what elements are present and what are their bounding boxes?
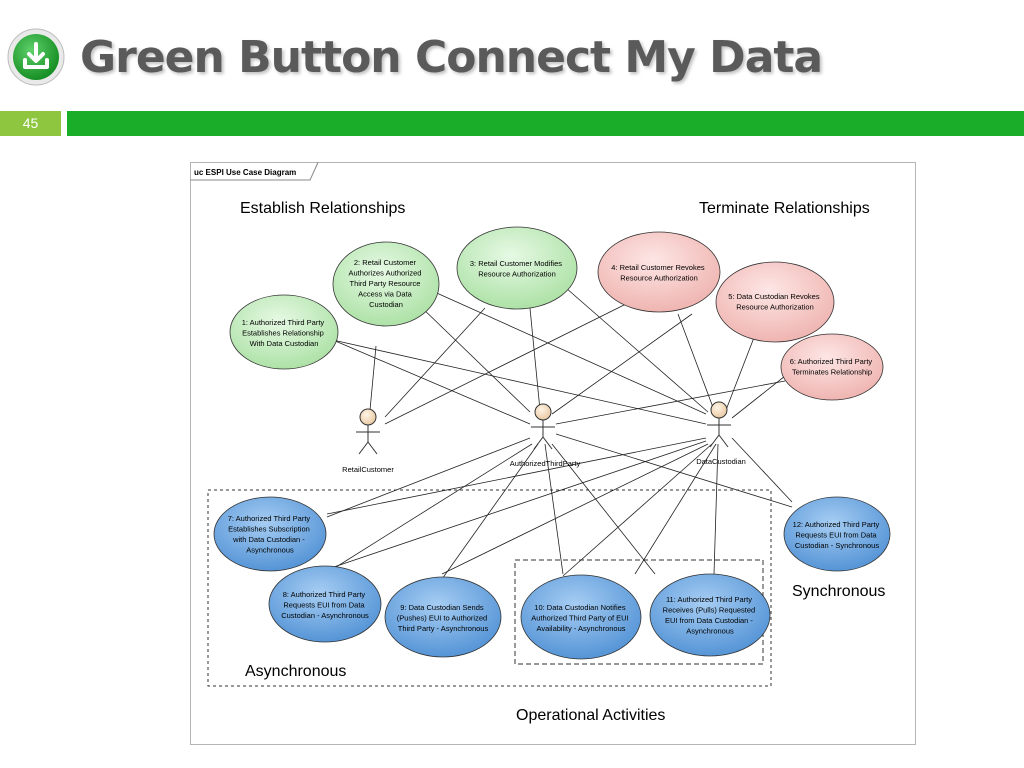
slide-title: Green Button Connect My Data [80, 32, 823, 83]
use-case-3-label: 3: Retail Customer Modifies Resource Aut… [470, 259, 564, 279]
association-lines [324, 273, 793, 580]
use-case-12-label: 12: Authorized Third Party Requests EUI … [793, 520, 882, 550]
frame-label: uc ESPI Use Case Diagram [194, 168, 296, 177]
green-button-logo [7, 28, 65, 86]
use-case-8 [268, 565, 382, 643]
use-case-4-label: 4: Retail Customer Revokes Resource Auth… [611, 263, 706, 283]
use-case-5 [715, 261, 835, 343]
use-case-labels: 1: Authorized Third Party Establishes Re… [228, 258, 882, 636]
use-case-1 [229, 294, 339, 370]
use-case-10 [520, 574, 642, 660]
use-case-2 [332, 241, 440, 327]
download-arrow-icon [23, 42, 49, 69]
terminate-relationships-label: Terminate Relationships [699, 200, 870, 217]
actor-data-custodian [707, 401, 731, 448]
frame-label-tab [190, 162, 319, 181]
use-case-2-label: 2: Retail Customer Authorizes Authorized… [348, 258, 423, 309]
asynchronous-label: Asynchronous [245, 663, 346, 680]
slide-number: 45 [0, 111, 61, 136]
use-case-5-label: 5: Data Custodian Revokes Resource Autho… [728, 292, 821, 312]
header-bar [67, 111, 1024, 136]
use-case-4 [597, 231, 721, 313]
section-labels: Establish Relationships Terminate Relati… [240, 200, 885, 724]
use-case-9-label: 9: Data Custodian Sends (Pushes) EUI to … [397, 603, 490, 633]
asynchronous-boundary [207, 489, 772, 687]
use-case-11-label: 11: Authorized Third Party Receives (Pul… [663, 595, 758, 636]
use-case-3 [456, 226, 578, 310]
use-case-6 [780, 333, 884, 401]
operational-activities-label: Operational Activities [516, 707, 665, 724]
use-case-12 [783, 496, 891, 572]
use-case-ellipses [213, 226, 891, 660]
actor-authorized-third-party [531, 403, 555, 450]
actor-label-authorized-third-party: AuthorizedThirdParty [510, 459, 581, 468]
establish-relationships-label: Establish Relationships [240, 200, 405, 217]
use-case-7 [213, 496, 327, 572]
synchronous-label: Synchronous [792, 583, 885, 600]
use-case-9 [384, 576, 502, 658]
actor-label-retail-customer: RetailCustomer [342, 465, 394, 474]
actor-label-data-custodian: DataCustodian [696, 457, 746, 466]
use-case-6-label: 6: Authorized Third Party Terminates Rel… [790, 357, 875, 377]
use-case-11 [649, 573, 771, 657]
use-case-10-label: 10: Data Custodian Notifies Authorized T… [531, 603, 631, 633]
use-case-diagram: uc ESPI Use Case Diagram [190, 162, 916, 745]
use-case-1-label: 1: Authorized Third Party Establishes Re… [242, 318, 327, 348]
use-case-7-label: 7: Authorized Third Party Establishes Su… [228, 514, 313, 555]
use-case-8-label: 8: Authorized Third Party Requests EUI f… [281, 590, 369, 620]
actor-retail-customer [356, 408, 380, 455]
